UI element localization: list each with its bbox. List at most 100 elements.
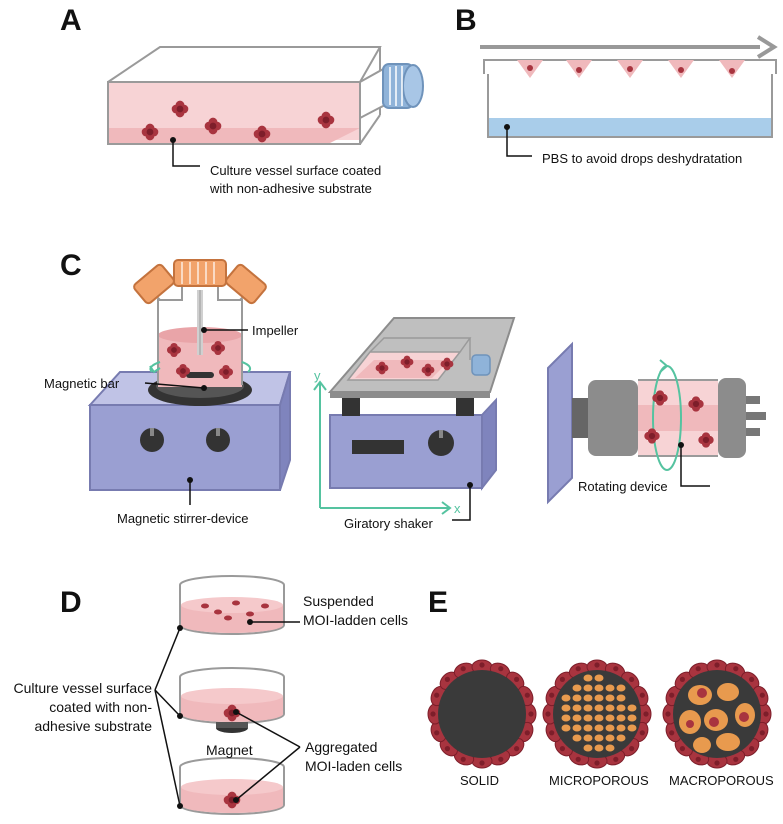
micropores — [561, 674, 637, 752]
cell-nucleus — [733, 756, 739, 762]
cell-nucleus — [629, 746, 635, 752]
cell-nucleus — [665, 711, 671, 717]
micropore — [561, 704, 571, 712]
axis-x-label: x — [454, 501, 461, 516]
surface-line3: adhesive substrate — [34, 718, 152, 734]
micropore — [583, 704, 593, 712]
cell-nucleus — [444, 676, 450, 683]
solid-label: SOLID — [460, 773, 499, 788]
giratory-shaker: y x — [313, 317, 516, 516]
microcarrier-microporous — [542, 659, 652, 769]
micropore — [594, 734, 604, 742]
surface-callout: Culture vessel surface coated with non- … — [13, 625, 183, 809]
hanging-drops — [517, 60, 745, 78]
flask-side-cap-icon — [225, 263, 267, 305]
micropore — [572, 724, 582, 732]
micropore — [605, 704, 615, 712]
cell-nucleus — [434, 730, 440, 736]
shaker-label: Giratory shaker — [344, 516, 434, 531]
cell-nucleus — [695, 756, 701, 762]
cell-nucleus — [613, 756, 619, 762]
micropore — [594, 694, 604, 702]
micropore — [605, 724, 615, 732]
cell-nucleus — [594, 662, 600, 668]
flask-cap-icon — [382, 63, 424, 109]
micropore — [583, 694, 593, 702]
micropore — [572, 684, 582, 692]
cell-nucleus — [514, 746, 520, 752]
flask-cap-icon — [173, 259, 227, 287]
impeller-callout: Impeller — [201, 323, 299, 338]
micropore — [605, 684, 615, 692]
axis-y-label: y — [314, 368, 321, 383]
panel-c: C — [44, 249, 766, 531]
cell-nucleus — [749, 746, 755, 752]
micropore — [605, 734, 615, 742]
microcarrier-macroporous — [662, 659, 772, 769]
micropore — [594, 714, 604, 722]
micropore — [594, 724, 604, 732]
micropore — [561, 694, 571, 702]
aggregated-line2: MOI-laden cells — [305, 758, 402, 774]
micropore — [572, 694, 582, 702]
micropore — [583, 744, 593, 752]
culture-flask — [107, 46, 424, 145]
micropore — [594, 744, 604, 752]
magnetic-bar-label: Magnetic bar — [44, 376, 120, 391]
direction-arrow-icon — [480, 35, 778, 59]
microcarrier-solid — [427, 659, 537, 769]
cell-nucleus — [643, 711, 649, 717]
micropore — [605, 714, 615, 722]
cell-nucleus — [669, 730, 675, 736]
macropores — [679, 683, 755, 753]
panel-a: A — [60, 4, 424, 196]
micropore — [616, 684, 626, 692]
cell-nucleus — [498, 756, 504, 762]
panel-a-label: A — [60, 4, 82, 37]
micropore — [583, 674, 593, 682]
micropore — [572, 734, 582, 742]
cell-nucleus — [460, 666, 466, 672]
panel-b: B PBS to avoid d — [455, 4, 778, 166]
micropore — [627, 724, 637, 732]
micropore — [561, 714, 571, 722]
cell-nucleus — [714, 662, 720, 668]
cell-nucleus — [514, 676, 520, 683]
dish-aggregated — [179, 757, 285, 815]
cell-nucleus — [629, 676, 635, 683]
flask-side-cap-icon — [133, 263, 175, 305]
cell-nucleus — [444, 746, 450, 752]
micropore — [627, 704, 637, 712]
rotating-label: Rotating device — [578, 479, 668, 494]
micropore — [616, 724, 626, 732]
micropore — [594, 674, 604, 682]
cell-nucleus — [613, 666, 619, 672]
suspended-callout: Suspended MOI-ladden cells — [247, 593, 408, 628]
panel-a-callout: Culture vessel surface coated with non-a… — [170, 137, 381, 196]
dish-suspended — [179, 575, 285, 635]
shaker-callout: Giratory shaker — [344, 482, 473, 531]
cell-nucleus — [575, 666, 581, 672]
cell-nucleus — [549, 692, 555, 698]
cell-nucleus — [749, 676, 755, 683]
impeller-label: Impeller — [252, 323, 299, 338]
axis-icon — [313, 380, 452, 515]
micropore — [583, 724, 593, 732]
cell-nucleus — [594, 760, 600, 766]
panel-c-label: C — [60, 249, 82, 282]
panel-b-label: B — [455, 4, 477, 37]
panel-b-note: PBS to avoid drops deshydratation — [542, 151, 742, 166]
panel-a-note-line1: Culture vessel surface coated — [210, 163, 381, 178]
micropore — [572, 714, 582, 722]
stirrer-label: Magnetic stirrer-device — [117, 511, 249, 526]
micropore — [583, 684, 593, 692]
micropore — [616, 734, 626, 742]
stirrer-callout: Magnetic stirrer-device — [117, 477, 249, 526]
cell-nucleus — [763, 711, 769, 717]
cell-nucleus — [679, 676, 686, 683]
panel-d: D — [13, 575, 408, 815]
cell-nucleus — [714, 760, 720, 766]
cell-nucleus — [549, 730, 555, 736]
cell-nucleus — [524, 730, 530, 736]
